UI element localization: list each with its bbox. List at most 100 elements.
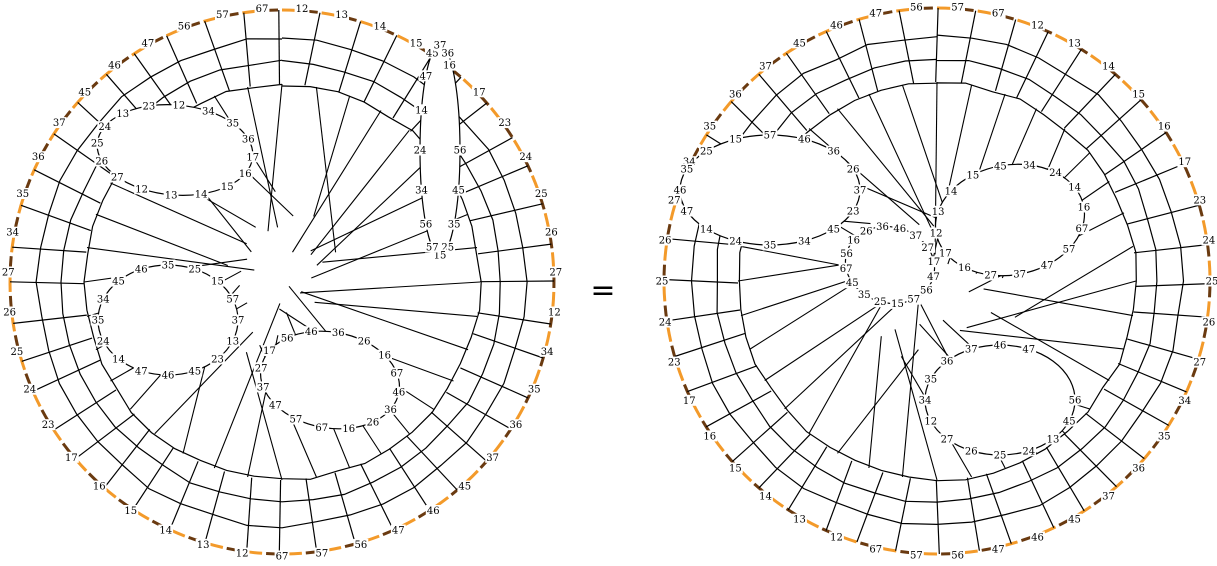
- mesh-spoke-edge: [446, 392, 510, 429]
- inner-mesh-edge: [785, 295, 908, 409]
- inner-label: 46: [798, 135, 811, 146]
- boundary-label: 67: [869, 545, 882, 556]
- inner-label: 15: [221, 182, 234, 193]
- mesh-spoke-edge: [687, 366, 757, 392]
- inner-label: 46: [305, 327, 318, 338]
- boundary-arc-segment: [32, 161, 39, 175]
- boundary-label: 13: [197, 540, 210, 551]
- inner-label: 14: [700, 224, 713, 235]
- inner-label: 24: [1049, 168, 1062, 179]
- boundary-arc-segment: [12, 237, 14, 253]
- inner-label: 37: [909, 231, 922, 242]
- boundary-arc-segment: [553, 292, 554, 308]
- boundary-label: 35: [528, 385, 541, 396]
- boundary-label: 24: [519, 152, 532, 163]
- mesh-spoke-edge: [1134, 312, 1208, 317]
- inner-mesh-edge: [809, 289, 890, 433]
- boundary-label: 26: [3, 308, 16, 319]
- boundary-label: 47: [142, 39, 155, 50]
- inner-label: 57: [1063, 245, 1076, 256]
- mesh-spoke-edge: [470, 204, 542, 221]
- boundary-label: 36: [32, 152, 45, 163]
- inner-label: 35: [92, 316, 105, 327]
- inner-label: 34: [919, 396, 932, 407]
- boundary-label: 45: [1068, 515, 1081, 526]
- boundary-label: 16: [703, 431, 716, 442]
- inner-label: 45: [846, 278, 859, 289]
- mesh-spoke-edge: [305, 13, 320, 86]
- inner-label: 23: [211, 354, 224, 365]
- boundary-arc-segment: [1140, 451, 1151, 464]
- inner-mesh-edge: [967, 281, 1136, 328]
- mesh-spoke-edge: [961, 11, 976, 84]
- inner-label: 46: [893, 224, 906, 235]
- boundary-label: 36: [1132, 464, 1145, 475]
- mesh-spoke-edge: [1022, 461, 1054, 528]
- boundary-label: 34: [1178, 396, 1191, 407]
- inner-label: 35: [681, 165, 694, 176]
- inner-label: 12: [135, 184, 148, 195]
- boundary-label: 56: [355, 540, 368, 551]
- mesh-spoke-edge: [967, 478, 979, 551]
- inner-label: 36: [827, 147, 840, 158]
- inner-mesh-edge: [765, 301, 885, 381]
- boundary-label: 45: [793, 38, 806, 49]
- boundary-label: 15: [124, 506, 137, 517]
- mesh-spoke-edge: [339, 22, 361, 93]
- inner-label: 36: [876, 222, 889, 233]
- inner-mesh-edge: [984, 289, 1133, 316]
- inner-label: 47: [1041, 261, 1054, 272]
- boundary-label: 23: [498, 118, 511, 129]
- mesh-spoke-edge: [899, 11, 914, 84]
- boundary-label: 25: [656, 277, 669, 288]
- mesh-spoke-edge: [10, 282, 84, 284]
- mesh-spoke-edge: [431, 412, 486, 461]
- inner-label: 35: [226, 119, 239, 130]
- boundary-label: 56: [951, 551, 964, 562]
- inner-label: 36: [441, 49, 454, 60]
- mesh-spoke-edge: [1064, 434, 1116, 487]
- inner-label: 56: [281, 334, 294, 345]
- mesh-spoke-edge: [1086, 413, 1145, 458]
- inner-label: 35: [764, 241, 777, 252]
- inner-mesh-edge: [268, 84, 282, 231]
- inner-label: 26: [860, 226, 873, 237]
- mesh-spoke-edge: [21, 205, 91, 230]
- inner-label: 36: [941, 357, 954, 368]
- boundary-arc-segment: [534, 370, 540, 385]
- tiling-hole: [253, 321, 408, 440]
- boundary-label: 35: [1158, 431, 1171, 442]
- boundary-label: 14: [759, 492, 772, 503]
- boundary-label: 17: [473, 87, 486, 98]
- inner-label: 57: [226, 295, 239, 306]
- boundary-label: 47: [992, 545, 1005, 556]
- mesh-spoke-edge: [759, 74, 807, 130]
- inner-label: 34: [1023, 161, 1036, 172]
- inner-label: 45: [1063, 417, 1076, 428]
- mesh-spoke-edge: [33, 360, 100, 391]
- mesh-spoke-edge: [1105, 133, 1166, 175]
- inner-label: 47: [269, 400, 282, 411]
- boundary-arc-segment: [701, 131, 710, 145]
- inner-label: 25: [874, 297, 887, 308]
- boundary-label: 23: [42, 420, 55, 431]
- inner-label: 35: [162, 261, 175, 272]
- boundary-arc-segment: [552, 252, 553, 268]
- boundary-label: 35: [703, 122, 716, 133]
- inner-label: 46: [135, 265, 148, 276]
- inner-label: 16: [847, 236, 860, 247]
- mesh-spoke-edge: [732, 412, 787, 461]
- boundary-arc-segment: [1185, 381, 1191, 396]
- mesh-spoke-edge: [1136, 284, 1210, 287]
- mesh-spoke-edge: [1086, 100, 1141, 149]
- inner-label: 34: [415, 186, 428, 197]
- inner-label: 26: [95, 156, 108, 167]
- boundary-label: 26: [659, 236, 672, 247]
- inner-mesh-edge: [869, 336, 881, 468]
- inner-label: 45: [452, 186, 465, 197]
- inner-label: 45: [827, 224, 840, 235]
- inner-label: 56: [1069, 396, 1082, 407]
- inner-label: 25: [994, 451, 1007, 462]
- inner-label: 57: [426, 243, 439, 254]
- mesh-spoke-edge: [1134, 245, 1208, 253]
